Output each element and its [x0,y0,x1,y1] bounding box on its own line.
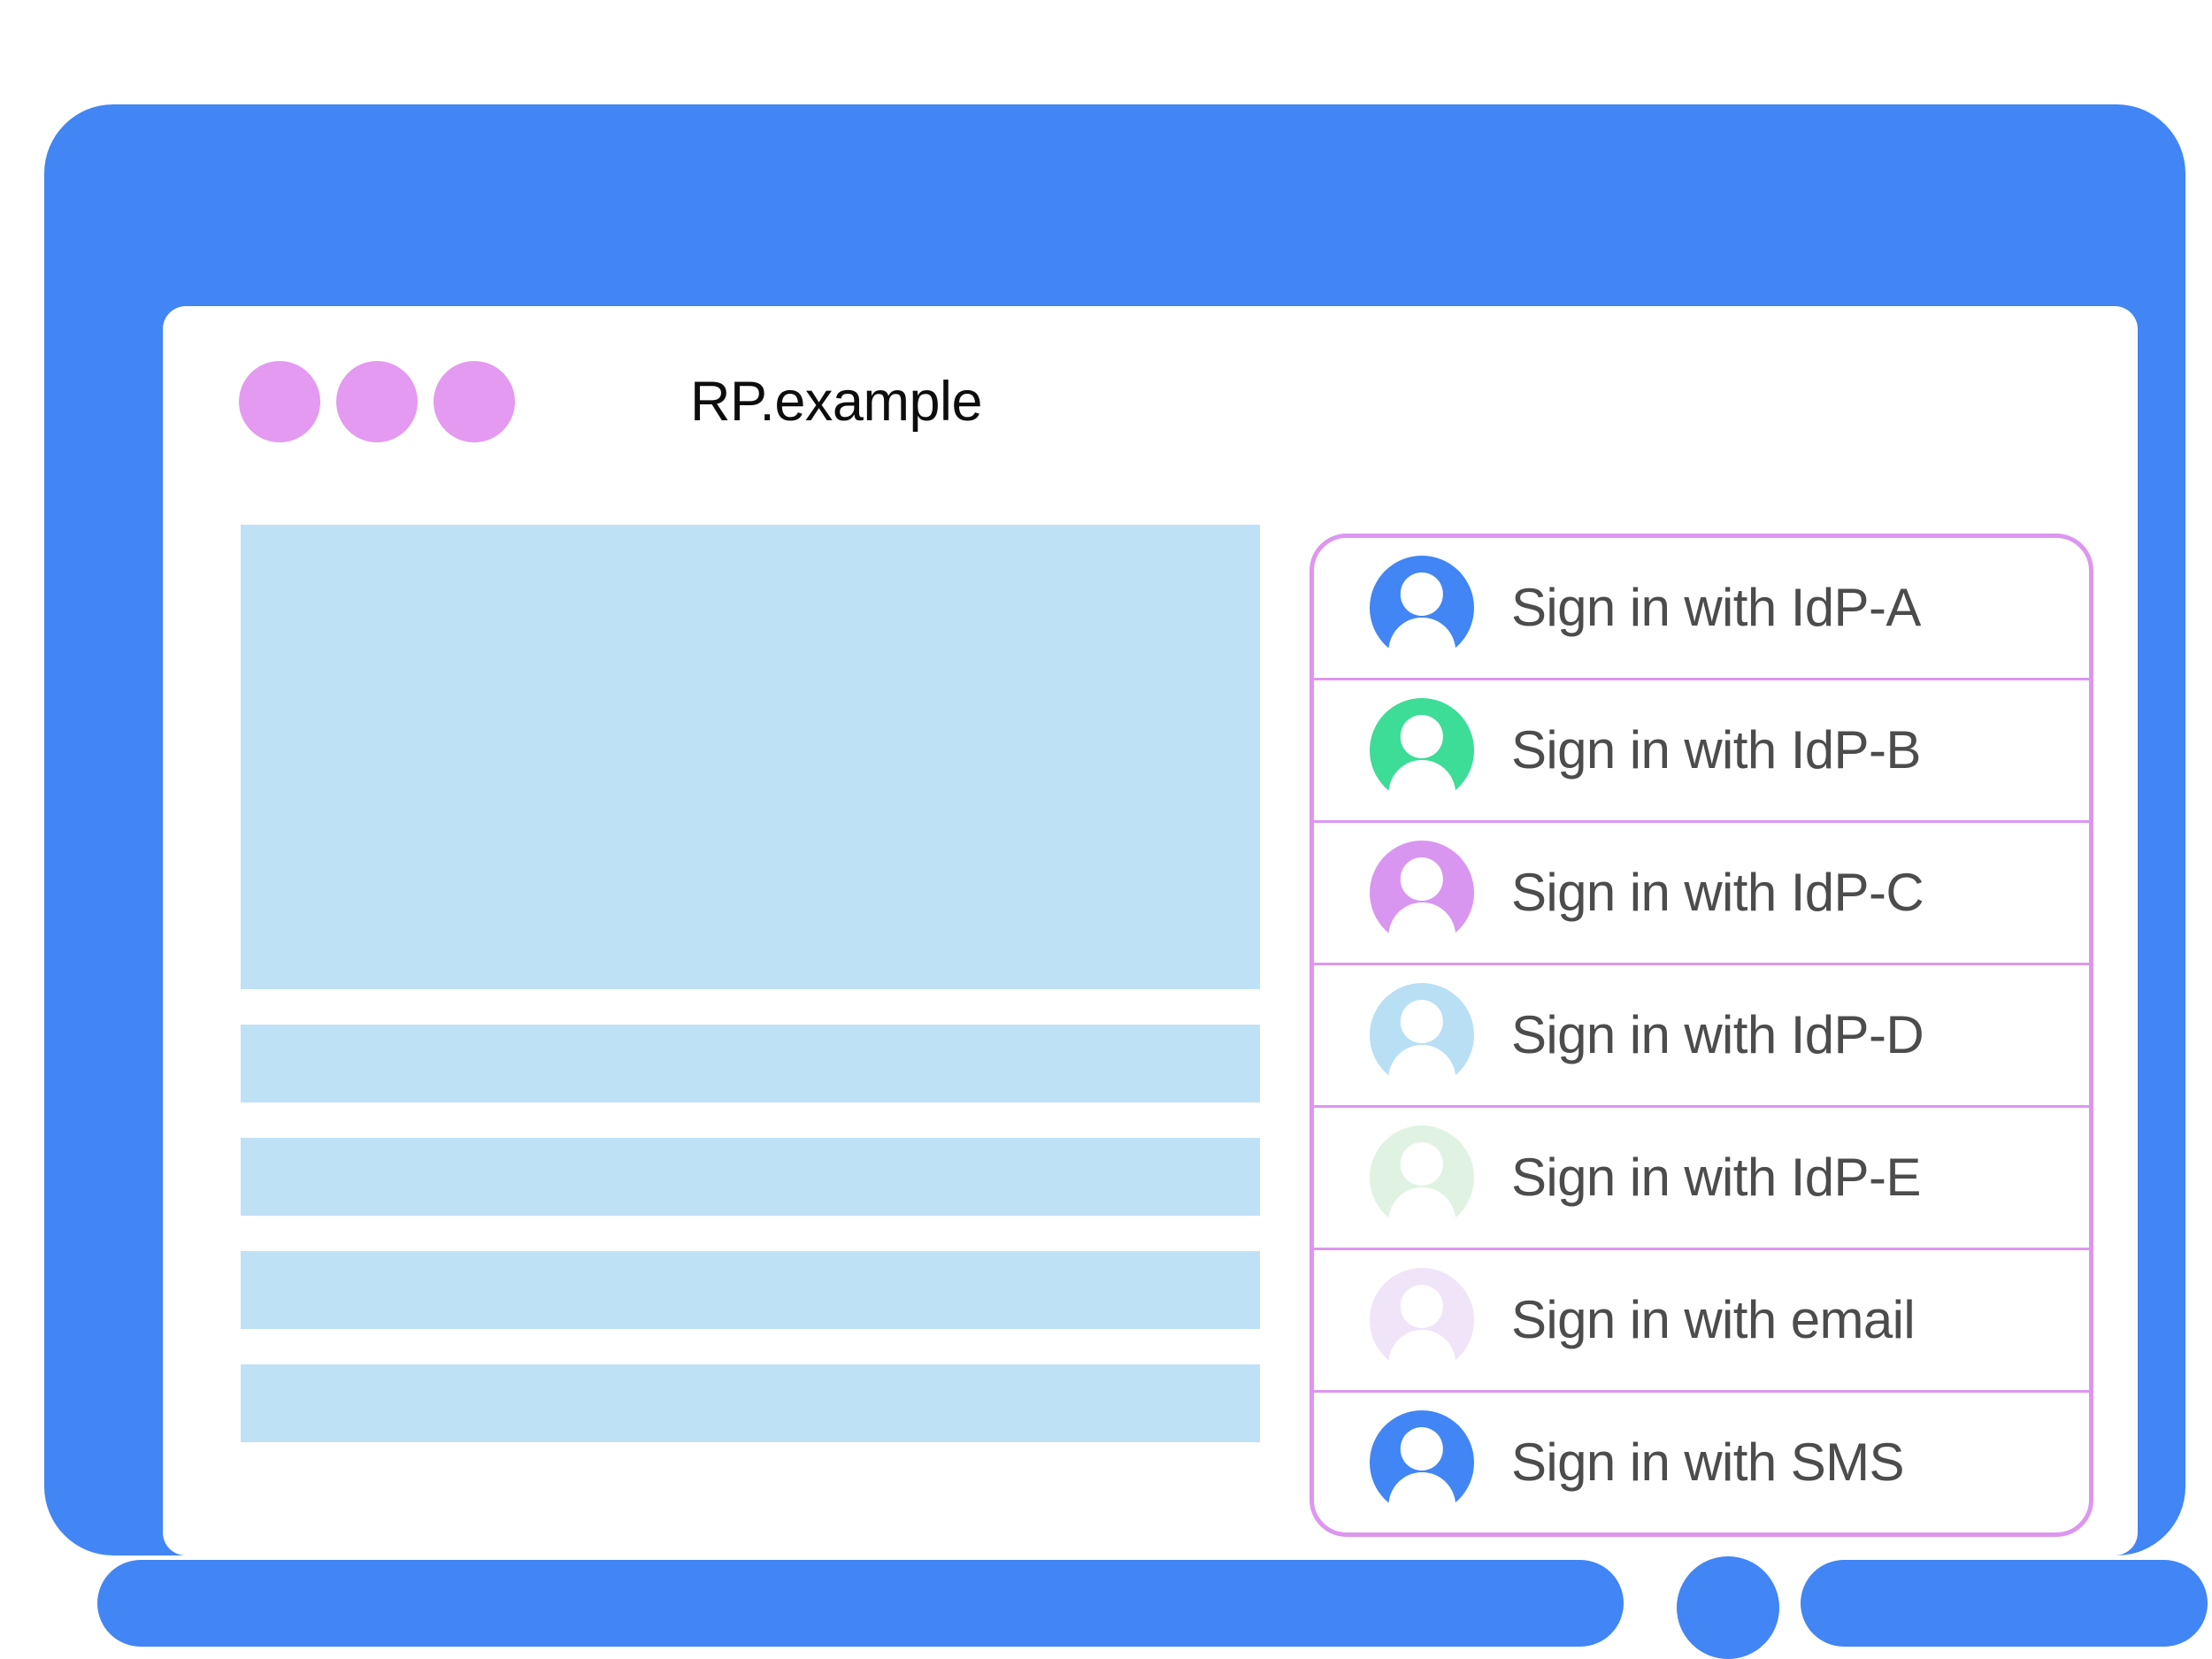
signin-panel: Sign in with IdP-A Sign in with IdP-B Sign… [1310,534,2093,1537]
signin-option-sms[interactable]: Sign in with SMS [1314,1393,2089,1532]
signin-option-idp-a[interactable]: Sign in with IdP-A [1314,538,2089,680]
avatar-head [1400,1285,1444,1328]
avatar-head [1400,1427,1444,1471]
window-titlebar: RP.example [163,306,2138,457]
avatar-body [1388,1187,1455,1238]
signin-option-label: Sign in with email [1511,1290,1916,1349]
bottom-bezel-left [97,1560,1624,1647]
window-dot-3[interactable] [434,361,515,442]
avatar-icon [1370,698,1474,810]
signin-option-idp-c[interactable]: Sign in with IdP-C [1314,823,2089,965]
avatar-body [1388,1471,1455,1523]
avatar-body [1388,902,1455,953]
signin-option-list: Sign in with IdP-A Sign in with IdP-B Sign… [1314,538,2089,1532]
content-placeholder-column [241,525,1260,1478]
avatar-icon [1370,556,1474,668]
avatar-body [1388,617,1455,668]
avatar-icon [1370,1410,1474,1523]
signin-option-idp-e[interactable]: Sign in with IdP-E [1314,1108,2089,1250]
signin-option-label: Sign in with IdP-A [1511,578,1921,637]
bottom-bezel-right [1801,1560,2208,1647]
line-placeholder-2 [241,1138,1260,1216]
line-placeholder-1 [241,1025,1260,1102]
window-dot-1[interactable] [239,361,320,442]
line-placeholder-3 [241,1251,1260,1329]
avatar-icon [1370,841,1474,953]
home-button[interactable] [1677,1556,1779,1659]
avatar-head [1400,1000,1444,1043]
avatar-icon [1370,1125,1474,1238]
avatar-head [1400,572,1444,616]
signin-option-label: Sign in with IdP-D [1511,1005,1924,1064]
signin-option-label: Sign in with IdP-E [1511,1148,1921,1207]
signin-option-email[interactable]: Sign in with email [1314,1250,2089,1393]
line-placeholder-4 [241,1364,1260,1442]
window-dot-2[interactable] [336,361,418,442]
avatar-body [1388,1329,1455,1380]
avatar-head [1400,1142,1444,1186]
signin-option-idp-d[interactable]: Sign in with IdP-D [1314,965,2089,1108]
page-title: RP.example [690,371,983,433]
avatar-icon [1370,983,1474,1095]
signin-option-label: Sign in with IdP-B [1511,720,1921,780]
avatar-body [1388,759,1455,810]
signin-option-idp-b[interactable]: Sign in with IdP-B [1314,680,2089,823]
signin-option-label: Sign in with SMS [1511,1432,1905,1492]
avatar-body [1388,1044,1455,1095]
avatar-head [1400,715,1444,758]
avatar-icon [1370,1268,1474,1380]
avatar-head [1400,857,1444,901]
signin-option-label: Sign in with IdP-C [1511,863,1924,922]
hero-placeholder [241,525,1260,989]
